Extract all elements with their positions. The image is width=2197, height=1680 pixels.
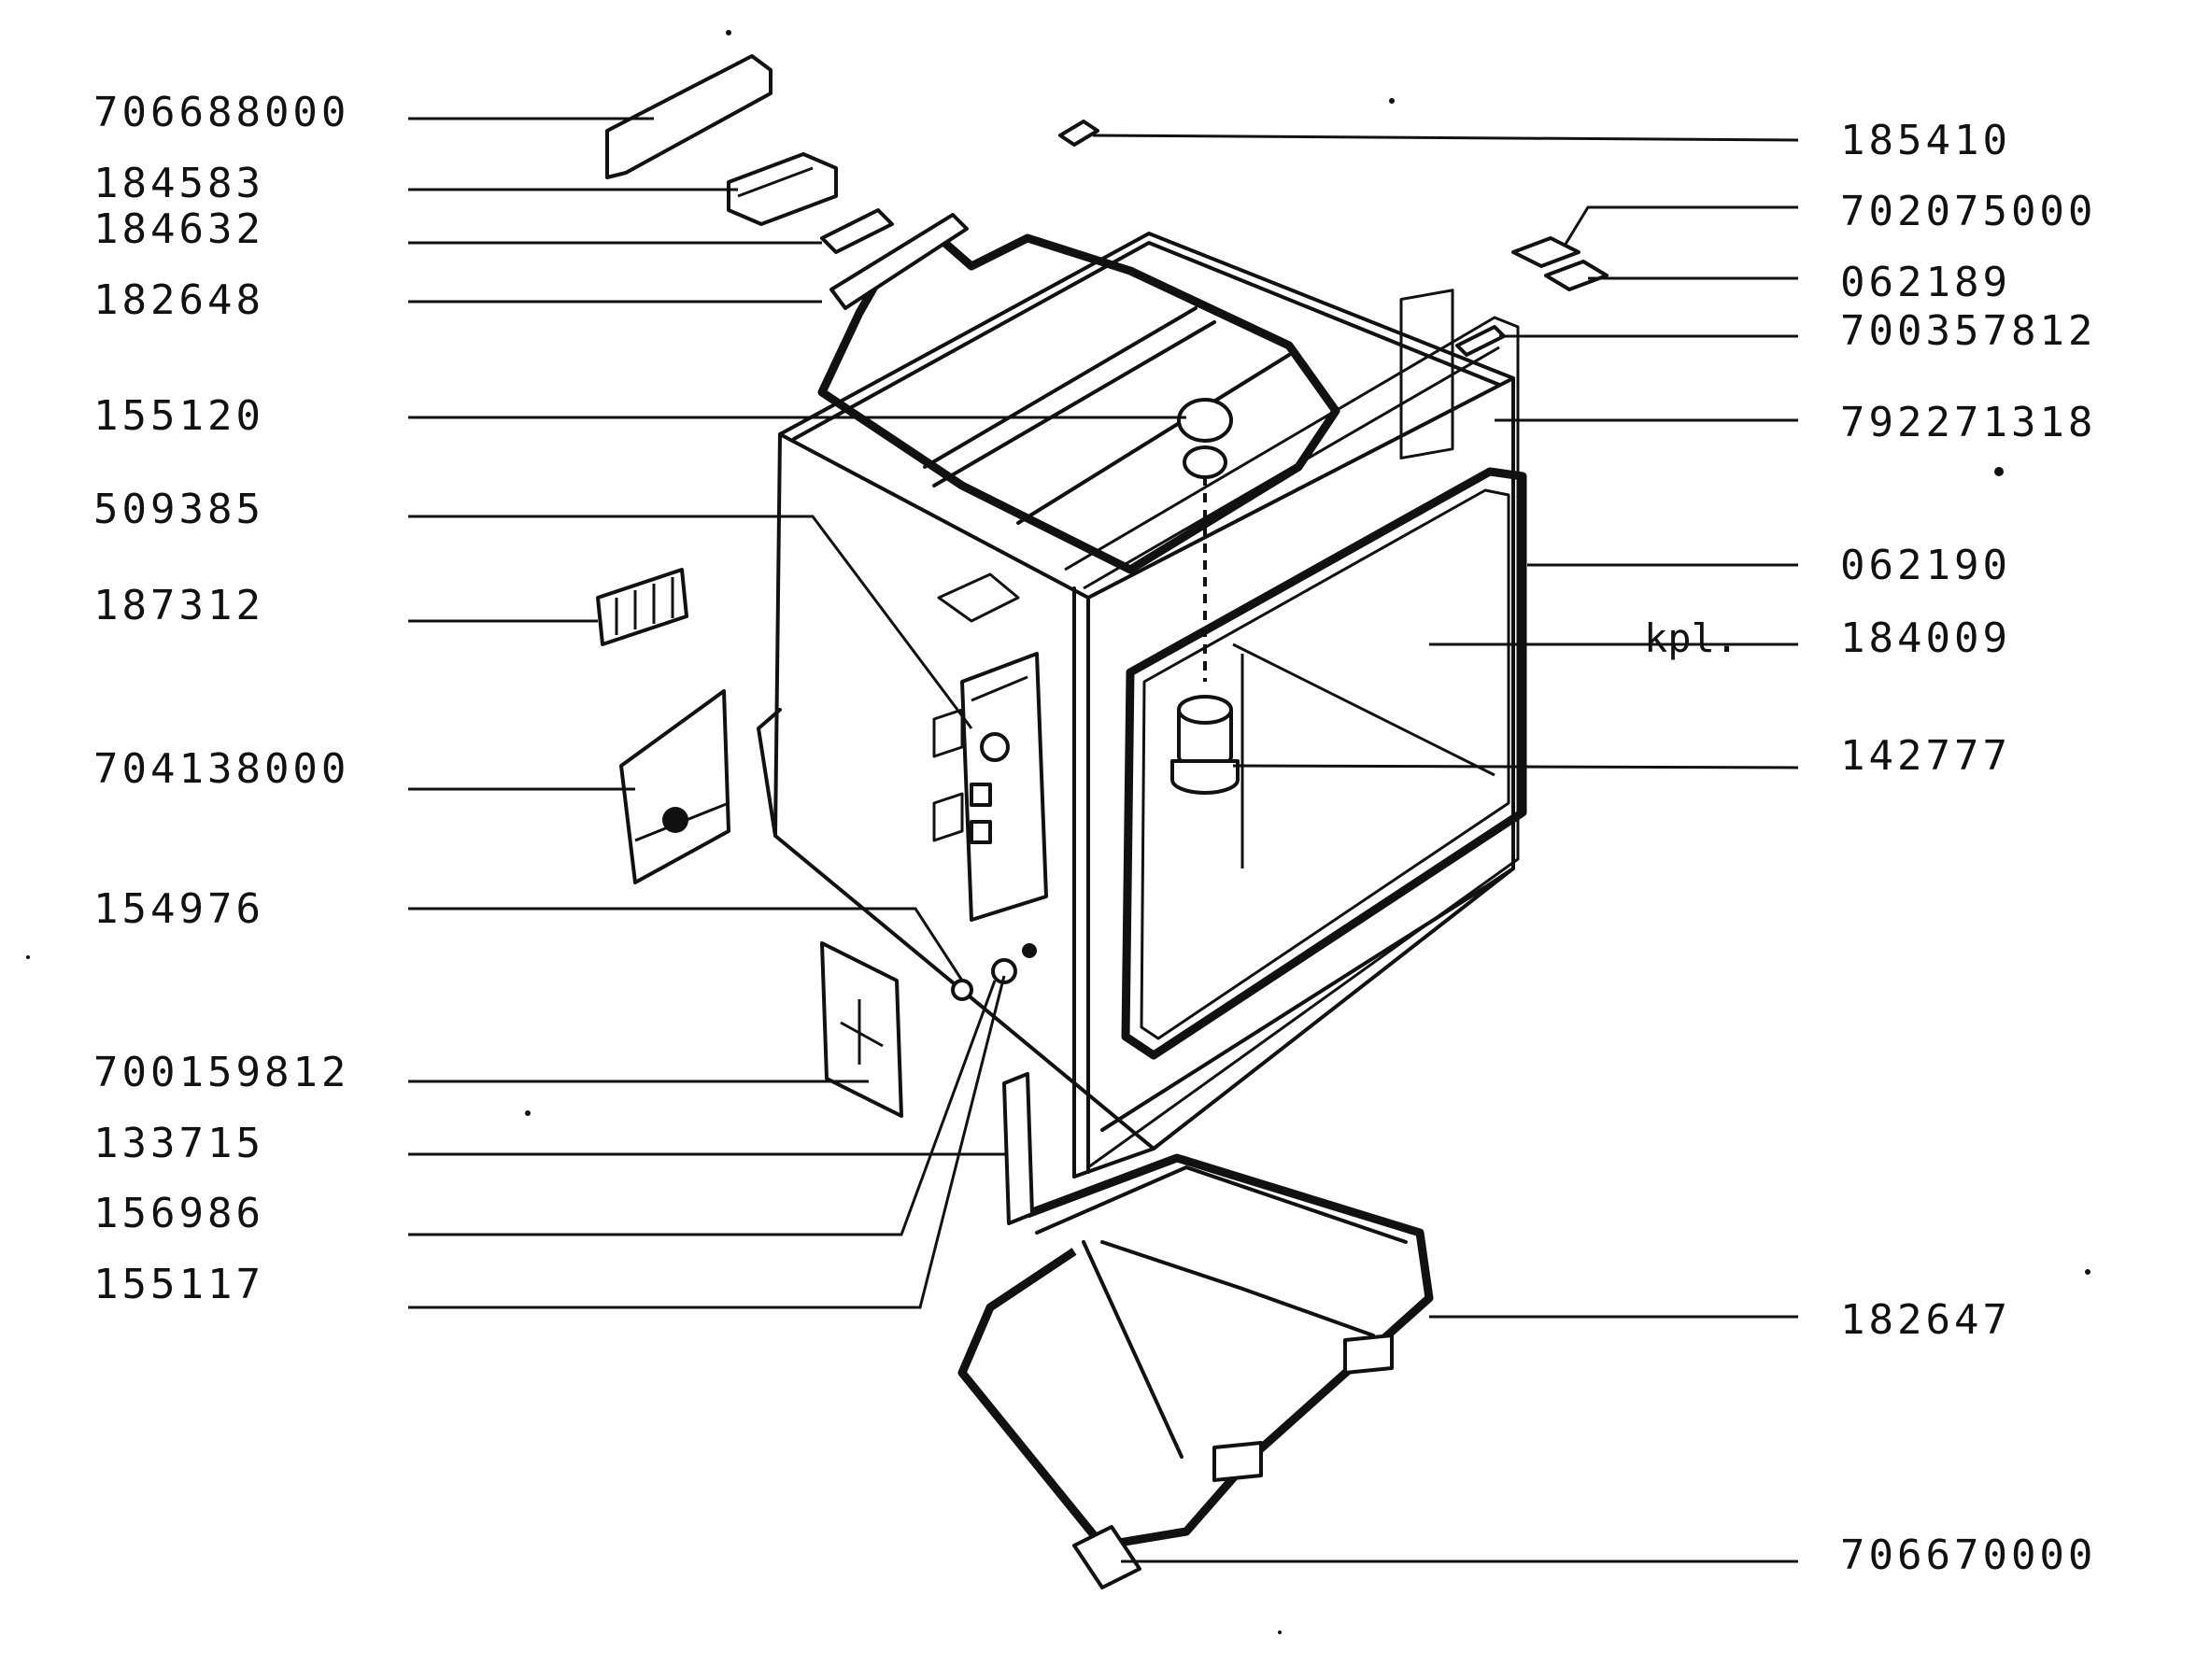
part-label: 700159812 <box>93 1049 349 1096</box>
leader-lines-left <box>408 117 1186 1309</box>
leader-154976 <box>408 907 964 981</box>
part-label: 702075000 <box>1840 188 2096 235</box>
clip-062189 <box>1544 260 1609 291</box>
element-bracket <box>829 213 969 310</box>
top-cover-bracket <box>605 54 772 179</box>
part-label: 187312 <box>93 582 264 629</box>
part-label: 792271318 <box>1840 399 2096 446</box>
top-heating-element <box>817 229 1340 574</box>
lamp-socket-154976 <box>951 943 1037 1001</box>
terminal-block <box>727 152 838 226</box>
clip-702075000 <box>1511 236 1580 268</box>
leader-509385 <box>408 515 973 729</box>
part-label: 706670000 <box>1840 1532 2096 1579</box>
part-label: 700357812 <box>1840 307 2096 355</box>
part-label: 184009 <box>1840 614 2011 662</box>
part-label: 062190 <box>1840 542 2011 589</box>
part-labels-left: 706688000 184583 184632 182648 155120 50… <box>93 89 349 1308</box>
thermostat-capillary <box>1177 398 1233 682</box>
part-label: 062189 <box>1840 259 2011 306</box>
part-labels-right: 185410 702075000 062189 700357812 792271… <box>1644 117 2096 1579</box>
hinge-700357812 <box>1455 325 1506 357</box>
part-label: 133715 <box>93 1120 264 1167</box>
note-kpl: kpl. <box>1644 615 1738 661</box>
part-label: 155120 <box>93 392 264 440</box>
oven-lamp <box>1170 695 1240 795</box>
bracket-133715 <box>1002 1072 1034 1225</box>
part-label: 704138000 <box>93 745 349 793</box>
part-label: 184632 <box>93 205 264 253</box>
bottom-heating-element <box>957 1153 1434 1550</box>
leader-702075000 <box>1563 205 1798 247</box>
side-control-box <box>932 652 1048 922</box>
part-label: 154976 <box>93 885 264 933</box>
leader-185410 <box>1092 134 1799 142</box>
part-label: 706688000 <box>93 89 349 136</box>
scan-specks <box>26 30 2091 1634</box>
connector-184632 <box>820 208 894 254</box>
terminal-strip-187312 <box>596 568 688 646</box>
oven-housing <box>757 232 1520 1179</box>
door-seal <box>1121 467 1527 1060</box>
leader-lines-right <box>1092 134 1799 1563</box>
cavity-interior <box>1232 289 1495 868</box>
holder-706670000 <box>1072 1525 1141 1589</box>
part-label: 155117 <box>93 1261 264 1308</box>
insulation-plate <box>820 941 903 1118</box>
heat-shield-plate <box>619 689 730 884</box>
side-bracket <box>937 572 1020 623</box>
leader-155117 <box>408 975 1006 1309</box>
part-label: 156986 <box>93 1190 264 1237</box>
part-label: 182648 <box>93 276 264 324</box>
leader-156986 <box>408 980 997 1236</box>
wire-185410 <box>1058 120 1099 147</box>
part-label: 142777 <box>1840 732 2011 780</box>
leader-142777 <box>1232 764 1799 769</box>
part-label: 509385 <box>93 486 264 533</box>
part-label: 185410 <box>1840 117 2011 164</box>
part-label: 182647 <box>1840 1296 2011 1344</box>
oven-cavity-drawing <box>596 54 1609 1589</box>
part-label: 184583 <box>93 160 264 207</box>
